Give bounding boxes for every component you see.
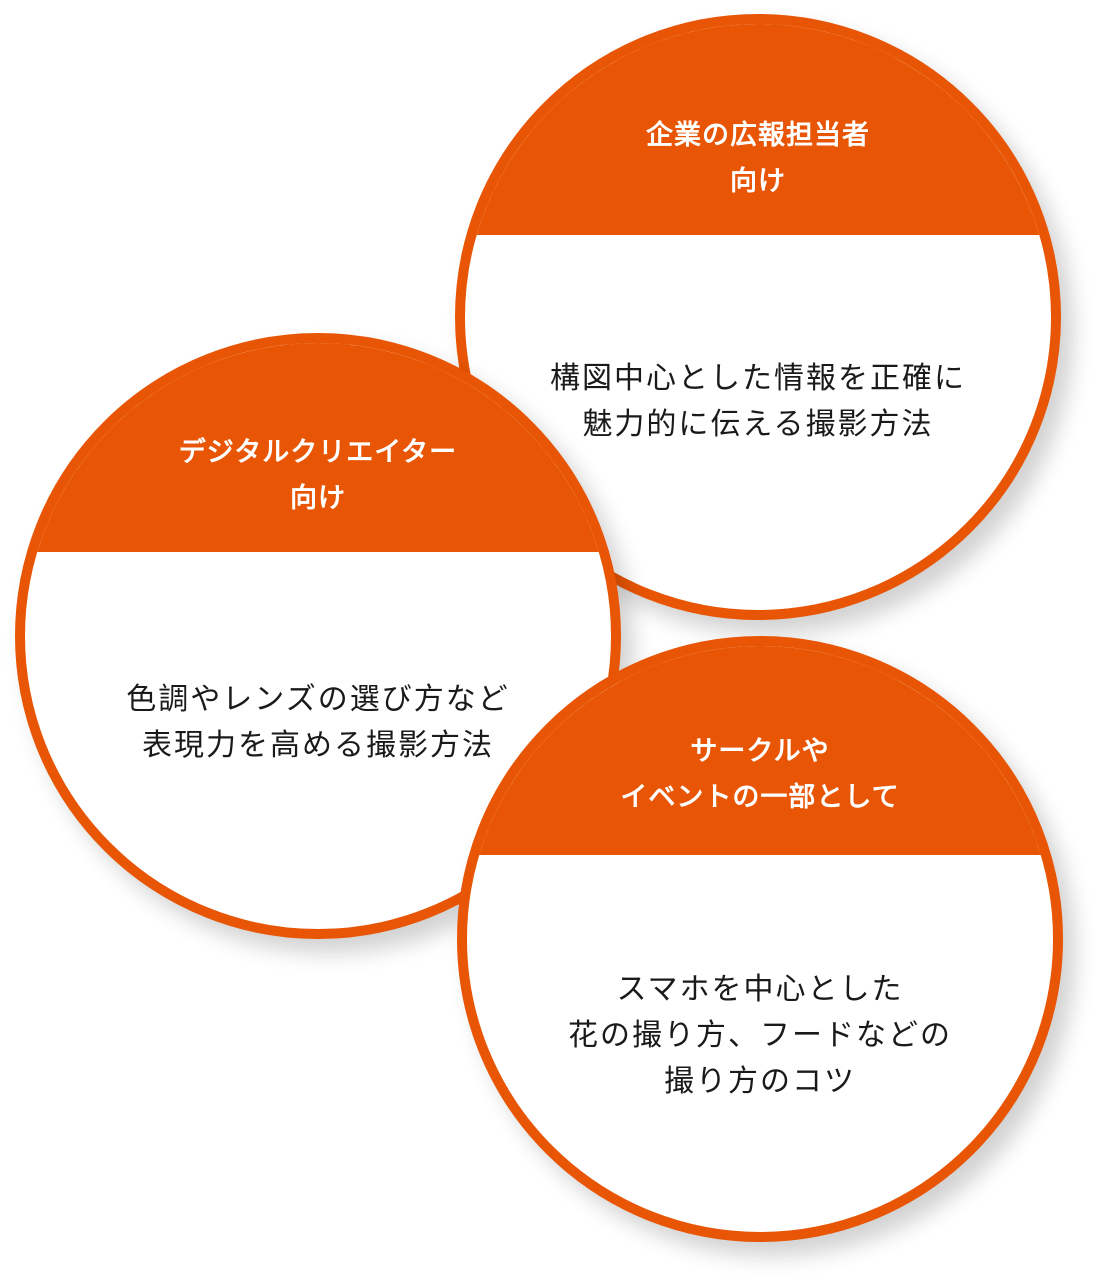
circle-body: 構図中心とした情報を正確に 魅力的に伝える撮影方法 <box>465 324 1051 479</box>
circle-title-line: 向け <box>730 166 786 197</box>
circle-circle-event: サークルや イベントの一部として スマホを中心とした 花の撮り方、フードなどの … <box>457 636 1063 1242</box>
circle-title-line: 企業の広報担当者 <box>646 120 870 151</box>
circle-body-line: 色調やレンズの選び方など <box>126 682 510 717</box>
circle-body-line: 魅力的に伝える撮影方法 <box>582 406 934 442</box>
circle-body: スマホを中心とした 花の撮り方、フードなどの 撮り方のコツ <box>467 946 1053 1126</box>
circle-title-line: イベントの一部として <box>620 782 900 813</box>
circle-body-line: 表現力を高める撮影方法 <box>142 728 494 763</box>
circle-title-line: デジタルクリエイター <box>178 437 458 468</box>
circle-body-line: 構図中心とした情報を正確に <box>550 360 966 396</box>
circle-header: 企業の広報担当者 向け <box>465 24 1051 235</box>
circle-title-line: 向け <box>290 483 346 514</box>
circle-title-line: サークルや <box>690 736 830 767</box>
circle-header: サークルや イベントの一部として <box>467 646 1053 855</box>
circle-body: 色調やレンズの選び方など 表現力を高める撮影方法 <box>25 643 611 803</box>
circle-body-line: 花の撮り方、フードなどの <box>568 1018 952 1053</box>
circle-body-line: 撮り方のコツ <box>664 1064 856 1099</box>
circle-body-line: スマホを中心とした <box>616 972 904 1007</box>
circle-digital-creator: デジタルクリエイター 向け 色調やレンズの選び方など 表現力を高める撮影方法 <box>15 333 621 939</box>
circle-header: デジタルクリエイター 向け <box>25 343 611 552</box>
